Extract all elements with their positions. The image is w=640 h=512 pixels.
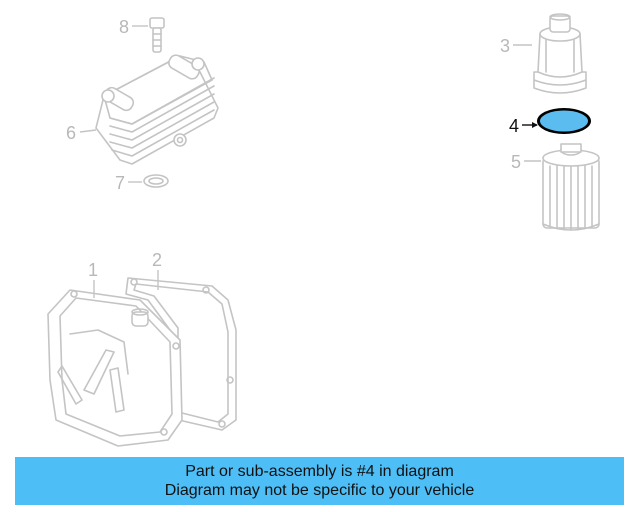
- callout-7-label[interactable]: 7: [115, 173, 125, 193]
- callout-4-label[interactable]: 4: [509, 116, 519, 136]
- callout-1-label[interactable]: 1: [88, 260, 98, 280]
- part-4-seal[interactable]: [537, 108, 591, 134]
- banner-line-disclaimer: Diagram may not be specific to your vehi…: [164, 482, 475, 499]
- part-6-oil-cooler[interactable]: [95, 53, 219, 165]
- part-3-filter-cap[interactable]: [533, 13, 587, 94]
- callout-4-arrowhead: [532, 122, 538, 128]
- callout-3-label[interactable]: 3: [500, 36, 510, 56]
- callout-8-label[interactable]: 8: [119, 17, 129, 37]
- parts-diagram: 8 6 7 3 4: [47, 13, 600, 447]
- callout-5-label[interactable]: 5: [511, 152, 521, 172]
- callout-6-leader: [79, 129, 97, 133]
- part-8-bolt[interactable]: [149, 17, 165, 53]
- info-banner: Part or sub-assembly is #4 in diagram Di…: [15, 457, 624, 505]
- callout-6-label[interactable]: 6: [66, 123, 76, 143]
- banner-line-part-number: Part or sub-assembly is #4 in diagram: [185, 463, 454, 480]
- callout-2-label[interactable]: 2: [152, 250, 162, 270]
- part-1-oil-pan[interactable]: [47, 289, 183, 447]
- part-7-o-ring[interactable]: [143, 174, 169, 188]
- part-5-filter-element[interactable]: [542, 143, 600, 231]
